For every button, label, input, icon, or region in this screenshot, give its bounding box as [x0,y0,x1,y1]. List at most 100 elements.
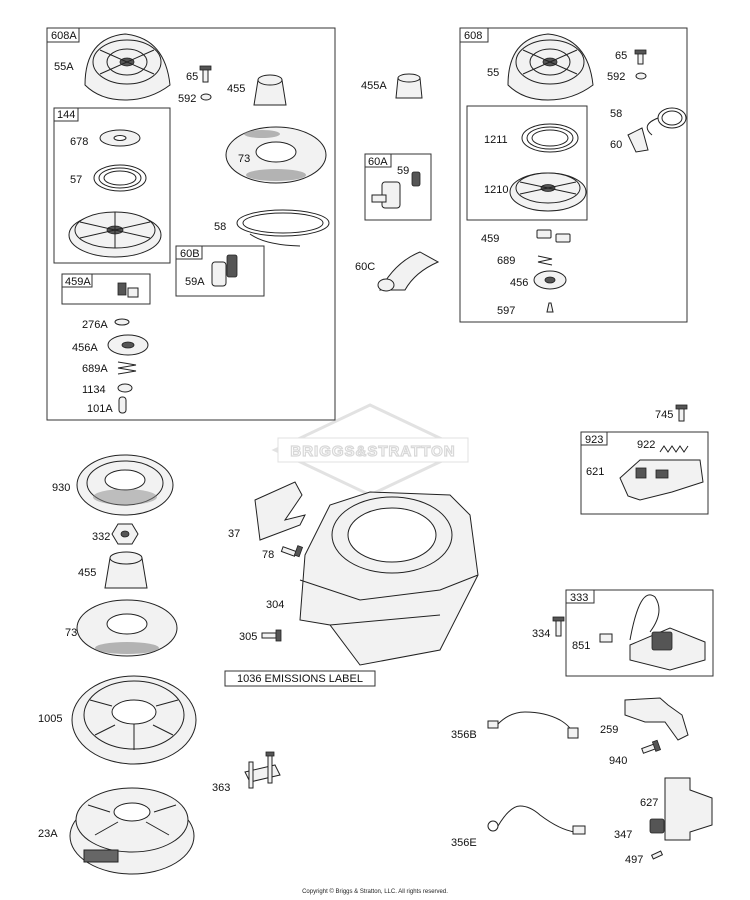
label-621: 621 [586,466,604,478]
label-689A: 689A [82,363,108,375]
group-608A-tag: 608A [51,30,77,42]
group-923-tag: 923 [585,434,603,446]
part-73-plate-bottom [76,599,178,657]
part-627-bracket [664,777,713,841]
part-59A-handle [211,254,238,287]
briggs-stratton-watermark: BRIGGS&STRATTON [271,403,469,497]
group-60A [364,153,432,221]
emissions-label-box: 1036 EMISSIONS LABEL [224,670,376,687]
part-592-nut [200,93,212,101]
label-58-a: 58 [214,221,226,233]
label-78: 78 [262,549,274,561]
label-259: 259 [600,724,618,736]
label-60: 60 [610,139,622,151]
part-745-screw [675,404,688,422]
label-940: 940 [609,755,627,767]
part-58-rope-b [646,107,687,136]
part-259-bracket [624,697,689,741]
part-333-lead [629,594,660,641]
group-144 [53,107,171,264]
part-55-housing [507,33,594,101]
part-1134-washer [117,383,133,393]
group-333: 333 851 [565,589,714,677]
group-144-tag: 144 [57,109,75,121]
part-57-spring [93,164,147,192]
part-65-screw [199,65,212,83]
part-78-screw [280,545,304,558]
label-456: 456 [510,277,528,289]
label-73-b: 73 [65,627,77,639]
part-922-spring [659,445,689,453]
part-851-terminal [599,633,613,643]
label-592-b: 592 [607,71,625,83]
label-627: 627 [640,797,658,809]
label-58-b: 58 [610,108,622,120]
label-37: 37 [228,528,240,540]
part-pulley [68,211,162,258]
group-608-tag: 608 [464,30,482,42]
part-1210-pulley [509,172,587,212]
label-922: 922 [637,439,655,451]
label-55: 55 [487,67,499,79]
part-1005-fan [71,675,197,765]
label-23A: 23A [38,828,58,840]
group-608A: 608A 55A 65 592 455 144 67 [46,27,336,421]
label-305: 305 [239,631,257,643]
part-60C-handle [377,251,440,292]
group-60B [175,245,265,297]
label-1211: 1211 [484,134,508,146]
label-592-a: 592 [178,93,196,105]
part-497-screw [650,850,664,860]
label-356B: 356B [451,729,477,741]
part-37-deflector [254,481,306,541]
part-455A-cup [395,73,423,99]
part-356E-wire [487,805,586,835]
label-304: 304 [266,599,284,611]
part-23A-flywheel [69,787,195,875]
part-356B-wire [487,711,579,739]
part-923-bracket [619,459,704,501]
label-59: 59 [397,165,409,177]
label-356E: 356E [451,837,477,849]
part-459A-dogs [117,282,139,298]
part-65-screw-b [634,49,647,65]
label-59A: 59A [185,276,205,288]
group-333-tag: 333 [570,592,588,604]
label-60C: 60C [355,261,375,273]
label-363: 363 [212,782,230,794]
label-65-b: 65 [615,50,627,62]
part-459-dogs [536,229,571,243]
label-689: 689 [497,255,515,267]
label-1210: 1210 [484,184,508,196]
part-334-screw [552,616,565,637]
part-930-screen [76,454,174,516]
label-459: 459 [481,233,499,245]
part-363-bracket [244,751,281,789]
watermark-text: BRIGGS&STRATTON [290,443,455,460]
part-332-nut [111,523,139,545]
label-851: 851 [572,640,590,652]
label-678: 678 [70,136,88,148]
part-58-rope-top [236,209,330,247]
label-334: 334 [532,628,550,640]
part-455-cup-b [104,551,148,589]
part-940-screw [641,739,662,754]
part-592-nut-b [635,72,647,80]
label-55A: 55A [54,61,74,73]
label-65-a: 65 [186,71,198,83]
part-597-screw [546,302,554,313]
part-456A-cam [107,334,149,356]
group-459A-tag: 459A [65,276,91,288]
part-305-screw [261,629,282,642]
part-60-handle [627,127,649,153]
label-332: 332 [92,531,110,543]
part-55A-housing [84,33,171,101]
label-1134: 1134 [82,384,106,396]
copyright-notice: Copyright © Briggs & Stratton, LLC. All … [302,889,448,895]
part-60A-handle [371,171,421,209]
label-455A: 455A [361,80,387,92]
emissions-label-text: 1036 EMISSIONS LABEL [237,673,363,685]
group-923: 923 922 621 [580,431,709,515]
label-101A: 101A [87,403,113,415]
